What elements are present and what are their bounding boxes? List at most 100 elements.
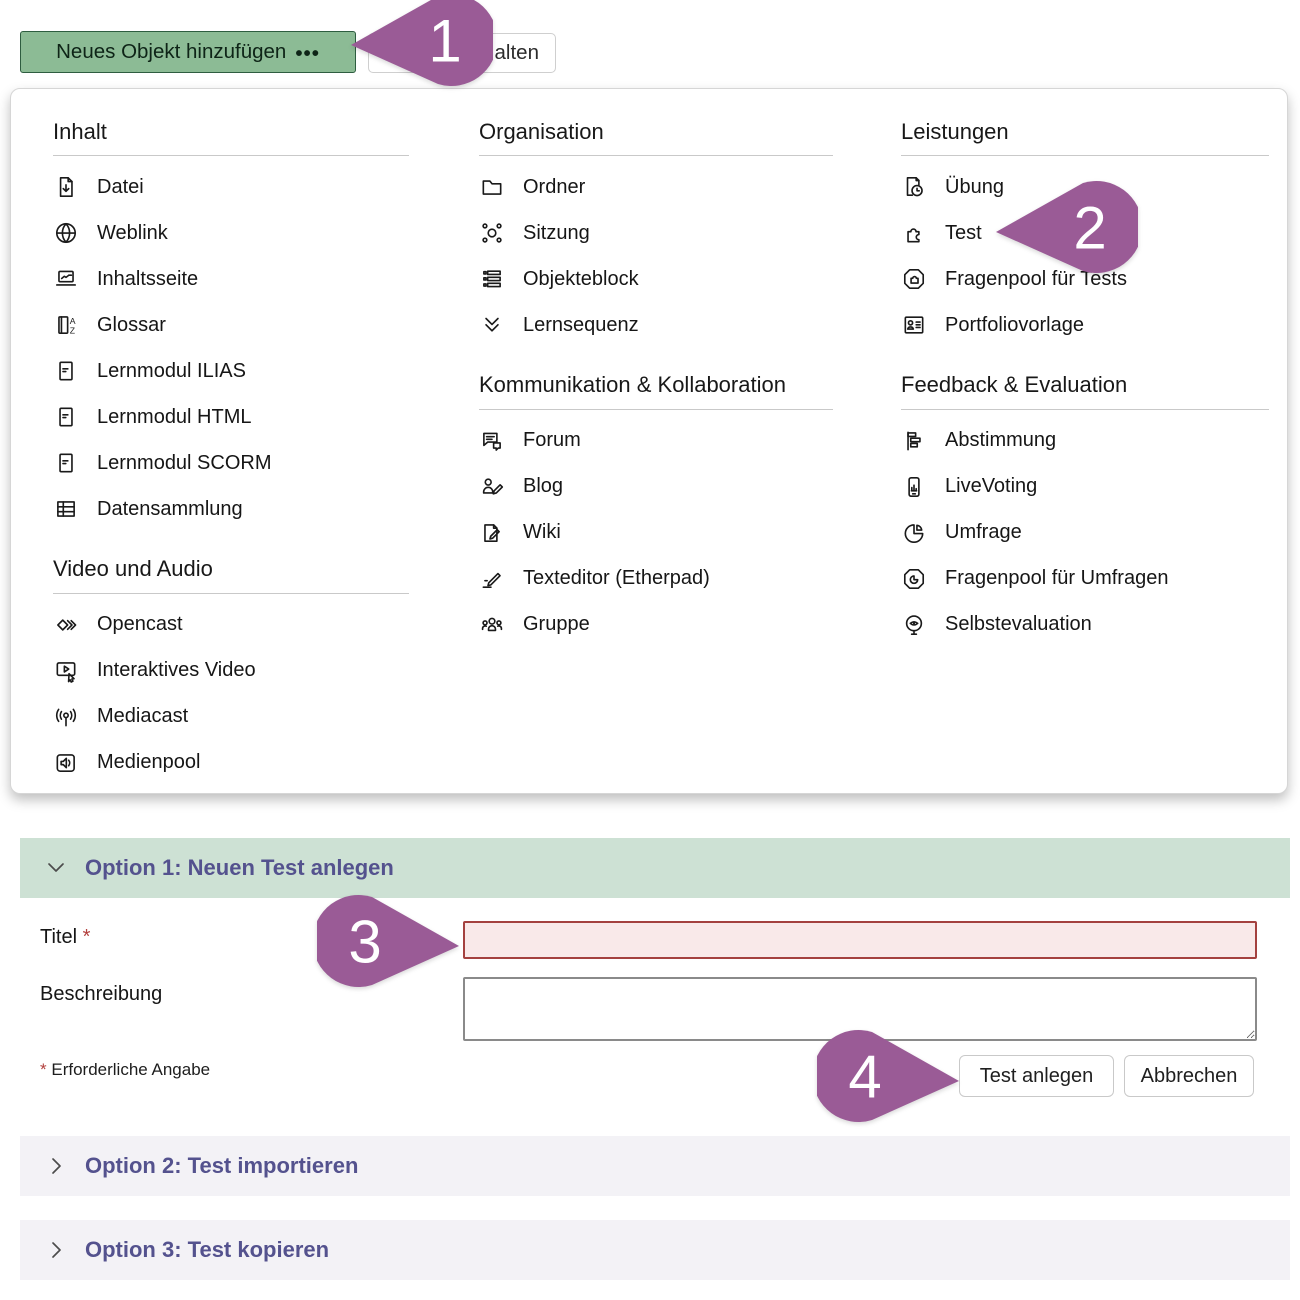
menu-item-label: LiveVoting [945, 475, 1038, 498]
chevron-right-icon [44, 1238, 68, 1262]
blog-icon [479, 474, 505, 500]
globe-icon [53, 220, 79, 246]
menu-item-blog[interactable]: Blog [479, 464, 833, 510]
menu-section-title: Organisation [479, 111, 833, 157]
file-download-icon [53, 174, 79, 200]
menu-item-lernmodul-ilias[interactable]: Lernmodul ILIAS [53, 348, 409, 394]
data-table-icon [53, 496, 79, 522]
menu-item-opencast[interactable]: Opencast [53, 602, 409, 648]
menu-item-label: Umfrage [945, 521, 1022, 544]
annotation-balloon-2: 2 [993, 177, 1138, 277]
session-icon [479, 220, 505, 246]
menu-item-glossar[interactable]: Glossar [53, 302, 409, 348]
menu-item-label: Objekteblock [523, 267, 639, 290]
menu-item-inhaltsseite[interactable]: Inhaltsseite [53, 256, 409, 302]
text-editor-icon [479, 566, 505, 592]
menu-item-label: Medienpool [97, 751, 201, 774]
menu-item-texteditor-etherpad[interactable]: Texteditor (Etherpad) [479, 556, 833, 602]
menu-item-label: Sitzung [523, 221, 590, 244]
menu-item-label: Ordner [523, 175, 586, 198]
add-new-object-label: Neues Objekt hinzufügen [56, 40, 287, 63]
chevron-down-icon [44, 856, 68, 880]
question-pool-survey-icon [901, 566, 927, 592]
annotation-number: 1 [428, 8, 461, 75]
menu-item-lernmodul-html[interactable]: Lernmodul HTML [53, 394, 409, 440]
question-pool-test-icon [901, 266, 927, 292]
option1-accordion-header[interactable]: Option 1: Neuen Test anlegen [20, 838, 1290, 898]
test-anlegen-button[interactable]: Test anlegen [959, 1055, 1114, 1097]
menu-item-label: Interaktives Video [97, 659, 256, 682]
menu-item-interaktives-video[interactable]: Interaktives Video [53, 648, 409, 694]
option1-title: Option 1: Neuen Test anlegen [85, 855, 394, 880]
menu-item-label: Selbstevaluation [945, 613, 1092, 636]
titel-input[interactable] [463, 921, 1257, 959]
menu-item-mediacast[interactable]: Mediacast [53, 694, 409, 740]
menu-item-forum[interactable]: Forum [479, 418, 833, 464]
wiki-icon [479, 520, 505, 546]
menu-item-abstimmung[interactable]: Abstimmung [901, 418, 1269, 464]
menu-item-label: Lernmodul HTML [97, 405, 252, 428]
menu-item-label: Texteditor (Etherpad) [523, 567, 710, 590]
menu-item-sitzung[interactable]: Sitzung [479, 210, 833, 256]
required-asterisk: * [82, 926, 91, 948]
exercise-icon [901, 174, 927, 200]
menu-item-datensammlung[interactable]: Datensammlung [53, 486, 409, 532]
annotation-number: 4 [848, 1044, 881, 1111]
menu-item-label: Lernmodul ILIAS [97, 359, 246, 382]
option3-accordion-header[interactable]: Option 3: Test kopieren [20, 1220, 1290, 1280]
menu-item-label: Lernmodul SCORM [97, 451, 272, 474]
menu-item-lernmodul-scorm[interactable]: Lernmodul SCORM [53, 440, 409, 486]
menu-item-label: Inhaltsseite [97, 267, 199, 290]
menu-item-label: Datei [97, 175, 144, 198]
chevron-right-icon [44, 1154, 68, 1178]
menu-item-fragenpool-fuer-tests[interactable]: Fragenpool für Tests [901, 256, 1269, 302]
menu-section-inhalt: Inhalt Datei Weblink Inhaltsseite Glossa… [53, 111, 409, 532]
menu-item-wiki[interactable]: Wiki [479, 510, 833, 556]
annotation-balloon-3: 3 [317, 891, 462, 991]
abbrechen-button[interactable]: Abbrechen [1124, 1055, 1254, 1097]
annotation-balloon-1: 1 [348, 0, 493, 90]
menu-item-gruppe[interactable]: Gruppe [479, 602, 833, 648]
menu-section-title: Kommunikation & Kollabo­ration [479, 364, 833, 410]
learning-module-icon [53, 404, 79, 430]
menu-section-title: Feedback & Evaluation [901, 364, 1269, 410]
menu-item-fragenpool-fuer-umfragen[interactable]: Fragenpool für Umfragen [901, 556, 1269, 602]
menu-item-lernsequenz[interactable]: Lernsequenz [479, 302, 833, 348]
menu-item-test[interactable]: Test [901, 210, 1269, 256]
menu-item-medienpool[interactable]: Medienpool [53, 740, 409, 786]
secondary-toolbar-button-label: alten [494, 41, 539, 64]
menu-item-label: Opencast [97, 613, 183, 636]
menu-item-ordner[interactable]: Ordner [479, 164, 833, 210]
menu-item-label: Gruppe [523, 613, 590, 636]
menu-item-label: Portfoliovorlage [945, 313, 1084, 336]
menu-section-title: Inhalt [53, 111, 409, 157]
add-new-object-button[interactable]: Neues Objekt hinzufügen ••• [20, 31, 356, 73]
item-group-icon [479, 266, 505, 292]
menu-item-livevoting[interactable]: LiveVoting [901, 464, 1269, 510]
menu-section-title: Video und Audio [53, 548, 409, 594]
menu-item-datei[interactable]: Datei [53, 164, 409, 210]
menu-column-3: Leistungen Übung Test Fragenpool für Tes… [901, 111, 1269, 648]
menu-section-title: Leistungen [901, 111, 1269, 157]
menu-item-umfrage[interactable]: Umfrage [901, 510, 1269, 556]
menu-item-label: Fragenpool für Tests [945, 267, 1127, 290]
live-voting-icon [901, 474, 927, 500]
menu-section-video-audio: Video und Audio Opencast Interaktives Vi… [53, 548, 409, 785]
menu-column-2: Organisation Ordner Sitzung Objekteblock… [479, 111, 833, 648]
interactive-video-icon [53, 658, 79, 684]
menu-item-portfoliovorlage[interactable]: Portfoliovorlage [901, 302, 1269, 348]
option2-accordion-header[interactable]: Option 2: Test importieren [20, 1136, 1290, 1196]
glossary-icon [53, 312, 79, 338]
menu-item-selbstevaluation[interactable]: Selbstevaluation [901, 602, 1269, 648]
menu-item-uebung[interactable]: Übung [901, 164, 1269, 210]
menu-item-label: Abstimmung [945, 429, 1057, 452]
annotation-number: 3 [348, 909, 381, 976]
menu-item-weblink[interactable]: Weblink [53, 210, 409, 256]
menu-column-1: Inhalt Datei Weblink Inhaltsseite Glossa… [53, 111, 409, 786]
menu-item-objekteblock[interactable]: Objekteblock [479, 256, 833, 302]
portfolio-template-icon [901, 312, 927, 338]
menu-section-kommunikation: Kommunikation & Kollabo­ration Forum Blo… [479, 364, 833, 647]
menu-item-label: Forum [523, 429, 581, 452]
broadcast-icon [53, 704, 79, 730]
